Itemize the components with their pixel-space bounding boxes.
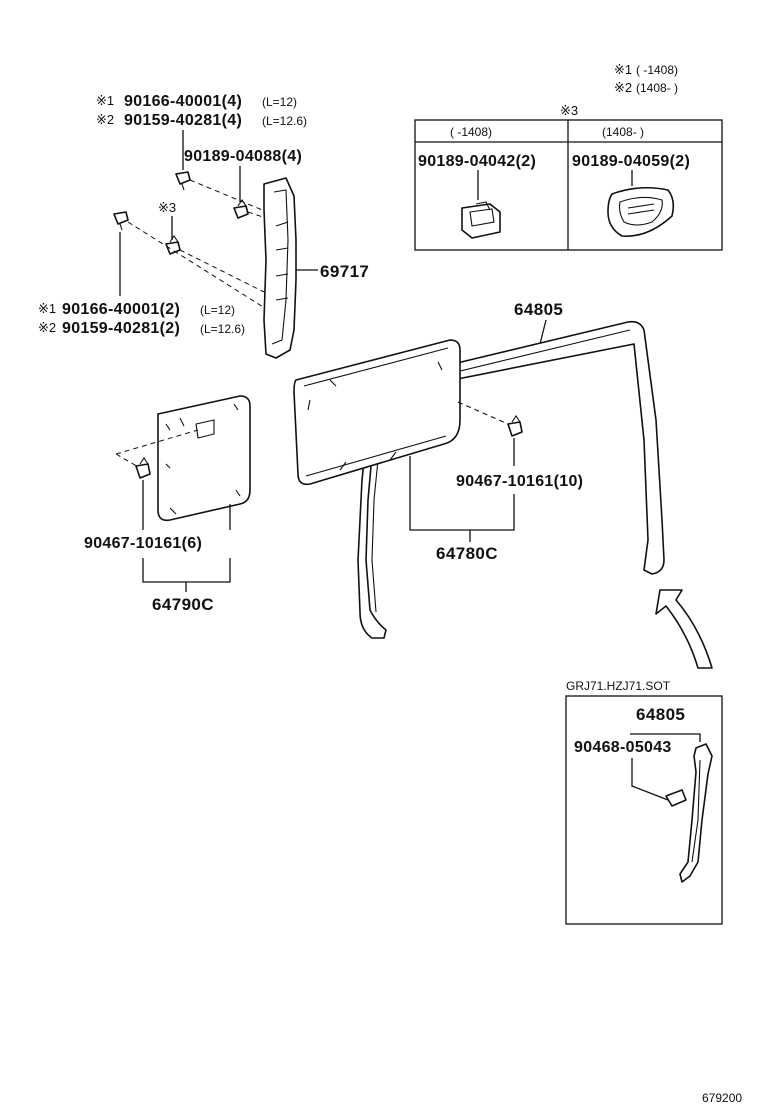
screw-bottom-length-1: (L=12) — [200, 303, 235, 317]
clip-upper-icon — [233, 199, 249, 219]
inset-leader-part — [630, 733, 701, 742]
install-line-1 — [189, 179, 273, 215]
inset-leader-clip — [631, 758, 669, 801]
door-trim-rear-icon — [293, 339, 461, 486]
screw-labels-top: ※1 90166-40001(4) (L=12) ※2 90159-40281(… — [96, 93, 307, 215]
weatherstrip-part-number: 64805 — [514, 300, 563, 319]
screw-top-mark-2: ※2 — [96, 112, 114, 127]
screw-top-mark-1: ※1 — [96, 93, 114, 108]
install-line-3 — [127, 221, 269, 311]
diagram-code: 679200 — [702, 1091, 742, 1105]
screw-bottom-mark-2: ※2 — [38, 320, 56, 335]
legend-mark-1: ※1 — [614, 62, 632, 77]
screw-bottom-mark-1: ※1 — [38, 301, 56, 316]
screw-upper-icon — [175, 171, 191, 191]
door-trim-front-icon — [157, 395, 251, 522]
clip-left-icon — [135, 457, 151, 479]
clip-mid-part-number: 90467-10161(10) — [456, 473, 583, 490]
legend-range-2: (1408- ) — [636, 81, 678, 95]
legend-range-1: ( -1408) — [636, 63, 678, 77]
clip-top-part-number: 90189-04088(4) — [184, 148, 302, 165]
screw-top-length-1: (L=12) — [262, 95, 297, 109]
trim-left-part-number: 64790C — [152, 595, 214, 614]
trim-mid-part-number: 64780C — [436, 544, 498, 563]
clip-lower-icon — [165, 235, 181, 255]
clip-left-part-number: 90467-10161(6) — [84, 535, 202, 552]
screw-lower-icon — [113, 211, 129, 231]
mark-3-label: ※3 — [158, 200, 176, 215]
inset-weatherstrip-icon — [679, 743, 713, 883]
table-col1-header: ( -1408) — [450, 125, 492, 139]
clip-04059-icon — [607, 186, 675, 237]
clip-04042-icon — [461, 201, 501, 239]
pillar-garnish-icon — [263, 177, 297, 359]
screw-bottom-part-2: 90159-40281(2) — [62, 320, 180, 337]
screw-top-length-2: (L=12.6) — [262, 114, 307, 128]
legend-mark-2: ※2 — [614, 80, 632, 95]
inset-clip-icon — [665, 789, 687, 807]
screw-top-part-2: 90159-40281(4) — [124, 112, 242, 129]
inset-caption: GRJ71.HZJ71.SOT — [566, 679, 671, 693]
screw-bottom-length-2: (L=12.6) — [200, 322, 245, 336]
screw-top-part-1: 90166-40001(4) — [124, 93, 242, 110]
clip-mid-icon — [507, 415, 523, 437]
pillar-part-number: 69717 — [320, 262, 369, 281]
table-mark: ※3 — [560, 103, 578, 118]
table-col2-header: (1408- ) — [602, 125, 644, 139]
variant-table: ※3 ( -1408) (1408- ) 90189-04042(2) 9018… — [414, 103, 723, 251]
install-line-5 — [457, 401, 509, 425]
callout-arrow-icon — [655, 589, 713, 669]
install-line-7 — [115, 453, 141, 469]
inset-border — [565, 695, 723, 925]
table-col2-part-number: 90189-04059(2) — [572, 153, 690, 170]
inset-clip-part-number: 90468-05043 — [574, 739, 672, 756]
inset-part-number: 64805 — [636, 705, 685, 724]
leader-weatherstrip — [539, 319, 547, 345]
install-line-4 — [179, 249, 273, 297]
screw-bottom-part-1: 90166-40001(2) — [62, 301, 180, 318]
table-col1-part-number: 90189-04042(2) — [418, 153, 536, 170]
legend: ※1 ( -1408) ※2 (1408- ) — [614, 62, 678, 95]
bracket-trim-mid — [409, 456, 515, 531]
screw-labels-bottom: ※1 90166-40001(2) (L=12) ※2 90159-40281(… — [38, 301, 245, 337]
bracket-trim-left — [142, 558, 231, 583]
